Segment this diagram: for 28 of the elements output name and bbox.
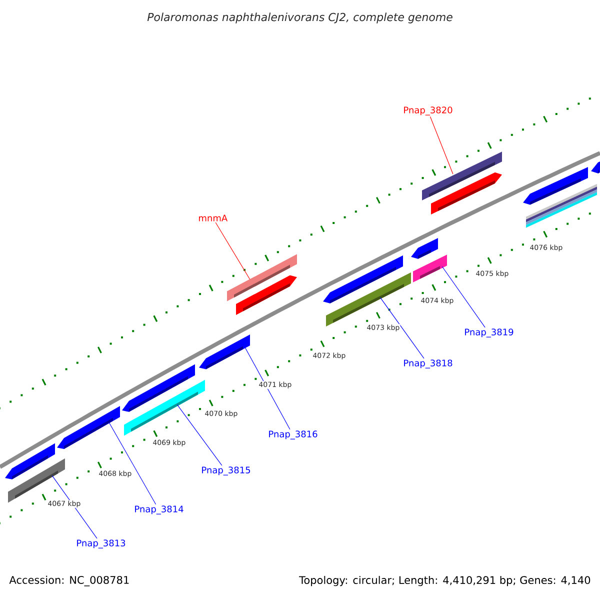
leader-line [52,475,98,539]
gene-label: Pnap_3819 [465,328,514,338]
gene-label: Pnap_3815 [202,466,250,476]
title: Polaromonas naphthalenivorans CJ2, complete genome [147,12,452,24]
leader-line [244,347,290,430]
accession-text: Accession: NC_008781 [9,576,129,586]
gene-label: Pnap_3813 [77,540,126,548]
gene-feature [431,172,502,214]
gene-feature [591,158,600,174]
gene-feature [57,406,120,449]
gene-label: mnmA [199,214,228,222]
gene-label: Pnap_3814 [135,506,184,514]
gene-feature [526,184,597,228]
gene-label: Pnap_3818 [404,360,452,368]
leader-line [430,116,454,174]
gene-label: Pnap_3816 [269,430,318,440]
genome-summary: Topology: circular; Length: 4,410,291 bp; Genes: 4,140 [299,576,590,586]
gene-feature [413,254,447,282]
gene-feature [236,275,297,315]
gene-feature [411,238,438,259]
leader-line [380,297,424,359]
gene-label: Pnap_3820 [404,106,452,116]
gene-feature [199,334,250,370]
leader-line [442,266,486,328]
leader-line [108,422,156,505]
gene-feature [326,272,411,326]
gene-feature [124,380,205,436]
leader-line [215,222,250,280]
